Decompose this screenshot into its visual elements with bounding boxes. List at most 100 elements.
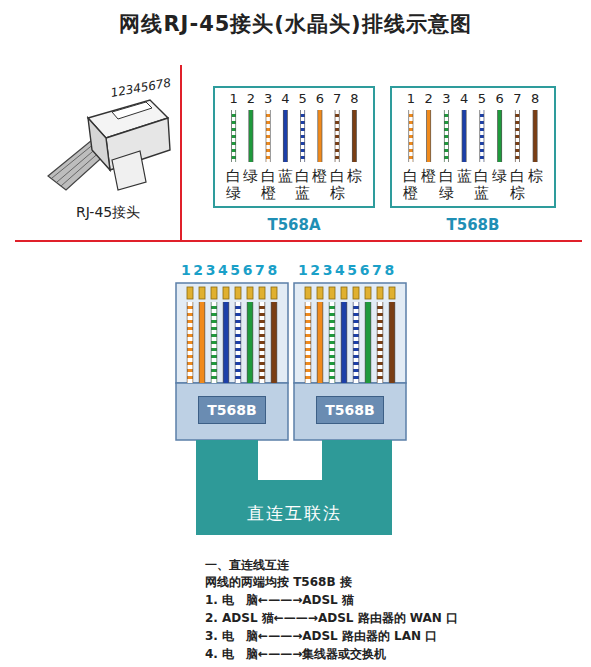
- contact-pin: [329, 287, 335, 299]
- wire-outline: [377, 302, 383, 383]
- contact-pin: [247, 287, 253, 299]
- wire-stripe: [480, 110, 484, 162]
- pin-number: 4: [455, 91, 473, 106]
- pin-number: 8: [346, 91, 363, 106]
- wire-outline: [515, 110, 520, 162]
- pin-order-number: 12345678: [298, 262, 397, 278]
- wire-outline: [341, 302, 347, 383]
- wire-outline: [271, 302, 277, 383]
- pin-number: 7: [509, 91, 527, 106]
- pin-number: 6: [491, 91, 509, 106]
- wire-stripe: [330, 302, 335, 383]
- contact-pin: [377, 287, 383, 299]
- wire: [445, 110, 449, 162]
- wire-outline: [479, 110, 484, 162]
- wire: [353, 110, 357, 162]
- wire: [335, 110, 339, 162]
- wire: [342, 302, 347, 383]
- note: 4. 电 脑←——→集线器或交换机: [205, 646, 386, 663]
- contact-pin: [341, 287, 347, 299]
- plug-latch: [112, 151, 146, 190]
- wire-color-name: 白蓝: [474, 168, 489, 201]
- cable-band-text: 直连互联法: [247, 502, 342, 525]
- wire-color-name: 白绿: [226, 168, 241, 201]
- pin-number: 1: [402, 91, 420, 106]
- connector-right: [294, 283, 406, 440]
- wire: [272, 302, 277, 383]
- wire: [409, 110, 413, 162]
- wire-outline: [462, 110, 467, 162]
- connector-shell: [294, 283, 406, 383]
- connector-left: [176, 283, 288, 440]
- contact-window: [112, 102, 152, 119]
- pinout-box: 12345678白绿绿白橙蓝白蓝橙白棕棕T568A: [213, 86, 375, 208]
- cable-stripe: [52, 143, 95, 178]
- wire-stripe: [232, 110, 236, 162]
- connector-label: T568B: [198, 396, 266, 424]
- pin-number: 3: [260, 91, 277, 106]
- note: 网线的两端均按 T568B 接: [205, 574, 352, 591]
- wire-stripe: [212, 302, 217, 383]
- standard-caption: T568A: [215, 216, 373, 234]
- wire-outline: [199, 302, 205, 383]
- note: 3. 电 脑←——→ADSL 路由器的 LAN 口: [205, 628, 437, 645]
- wire-outline: [283, 110, 288, 162]
- wire-outline: [300, 110, 305, 162]
- wire: [284, 110, 288, 162]
- wire-outline: [235, 302, 241, 383]
- wire-outline: [187, 302, 193, 383]
- part-name: RJ-45接头: [76, 204, 140, 222]
- note: 2. ADSL 猫←——→ADSL 路由器的 WAN 口: [205, 610, 458, 627]
- wire-color-name: 蓝: [457, 168, 472, 185]
- wire-stripe: [516, 110, 520, 162]
- wire-color-name: 白橙: [261, 168, 276, 201]
- pin-number: 5: [294, 91, 311, 106]
- contact-pin: [271, 287, 277, 299]
- pin-number: 8: [526, 91, 544, 106]
- wire-color-name: 绿: [243, 168, 258, 185]
- plug-side: [88, 118, 110, 170]
- divider-line: [180, 65, 182, 242]
- note-heading: 一、直连线互连: [205, 557, 289, 574]
- wire-outline: [408, 110, 413, 162]
- wire-color-name: 橙: [421, 168, 436, 185]
- connector-label: T568B: [316, 396, 384, 424]
- wire-outline: [335, 110, 340, 162]
- connector-shell: [176, 283, 288, 383]
- wire-color-name: 白棕: [510, 168, 525, 201]
- wire-outline: [426, 110, 431, 162]
- divider-line: [15, 240, 582, 242]
- wire: [516, 110, 520, 162]
- wire-color-name: 棕: [347, 168, 362, 185]
- wire-outline: [329, 302, 335, 383]
- wire-stripe: [378, 302, 383, 383]
- wire-outline: [352, 110, 357, 162]
- wire: [212, 302, 217, 383]
- pin-number: 7: [329, 91, 346, 106]
- wire-color-name: 白棕: [330, 168, 345, 201]
- pin-number: 3: [438, 91, 456, 106]
- wire: [188, 302, 193, 383]
- connector-body: [176, 383, 288, 440]
- wire-outline: [317, 302, 323, 383]
- wire-color-name: 绿: [492, 168, 507, 185]
- contact-pin: [187, 287, 193, 299]
- pin-number: 2: [420, 91, 438, 106]
- contact-pin: [259, 287, 265, 299]
- connector-body: [294, 383, 406, 440]
- cable-leg: [196, 440, 258, 484]
- wire-stripe: [188, 302, 193, 383]
- wire: [301, 110, 305, 162]
- wire-outline: [248, 110, 253, 162]
- contact-pin: [317, 287, 323, 299]
- wire-stripe: [354, 302, 359, 383]
- wire: [330, 302, 335, 383]
- wire: [260, 302, 265, 383]
- wire: [390, 302, 395, 383]
- contact-pin: [235, 287, 241, 299]
- pinout-box: 12345678白橙橙白绿蓝白蓝绿白棕棕T568B: [390, 86, 556, 208]
- wire-outline: [365, 302, 371, 383]
- wire-outline: [259, 302, 265, 383]
- cable-band: 直连互联法: [196, 480, 392, 535]
- wire-outline: [223, 302, 229, 383]
